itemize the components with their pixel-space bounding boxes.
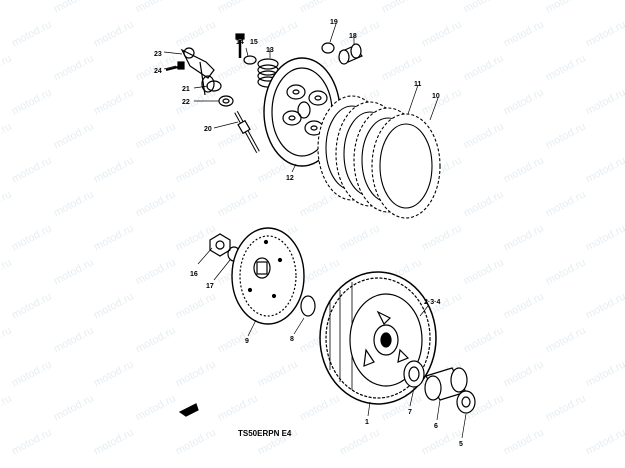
spacer-6 — [424, 367, 468, 401]
callout-10: 10 — [432, 93, 440, 100]
push-rod-20 — [234, 111, 260, 153]
callout-18: 18 — [349, 33, 357, 40]
washer-5 — [456, 390, 476, 414]
callout-2-3-4: 2·3·4 — [424, 299, 440, 306]
clutch-plate-stack — [317, 95, 441, 219]
screw-24 — [165, 61, 185, 71]
callout-16: 16 — [190, 271, 198, 278]
sleeve-hub-9 — [231, 227, 305, 325]
callout-15: 15 — [250, 39, 258, 46]
washer-22 — [218, 95, 234, 107]
cap-18 — [338, 43, 363, 65]
callout-14: 14 — [236, 39, 244, 46]
callout-21: 21 — [182, 86, 190, 93]
callout-6: 6 — [434, 423, 438, 430]
callout-8: 8 — [290, 336, 294, 343]
callout-22: 22 — [182, 99, 190, 106]
nut-16 — [209, 233, 231, 257]
forward-arrow-icon — [178, 403, 199, 417]
diagram-caption: TS50ERPN E4 — [238, 429, 292, 438]
callout-5: 5 — [459, 441, 463, 448]
washer-19 — [321, 42, 335, 54]
callout-24: 24 — [154, 68, 162, 75]
bearing-7 — [403, 360, 425, 388]
callout-7: 7 — [408, 409, 412, 416]
callout-19: 19 — [330, 19, 338, 26]
callout-11: 11 — [414, 81, 422, 88]
callout-9: 9 — [245, 338, 249, 345]
thrust-washer-8 — [300, 295, 316, 317]
callout-13: 13 — [266, 47, 274, 54]
callout-12: 12 — [286, 175, 294, 182]
washer-15 — [243, 55, 257, 65]
callout-17: 17 — [206, 283, 214, 290]
release-arm-part — [180, 47, 215, 96]
callout-23: 23 — [154, 51, 162, 58]
bolt-14 — [235, 33, 245, 58]
callout-20: 20 — [204, 126, 212, 133]
callout-1: 1 — [365, 419, 369, 426]
